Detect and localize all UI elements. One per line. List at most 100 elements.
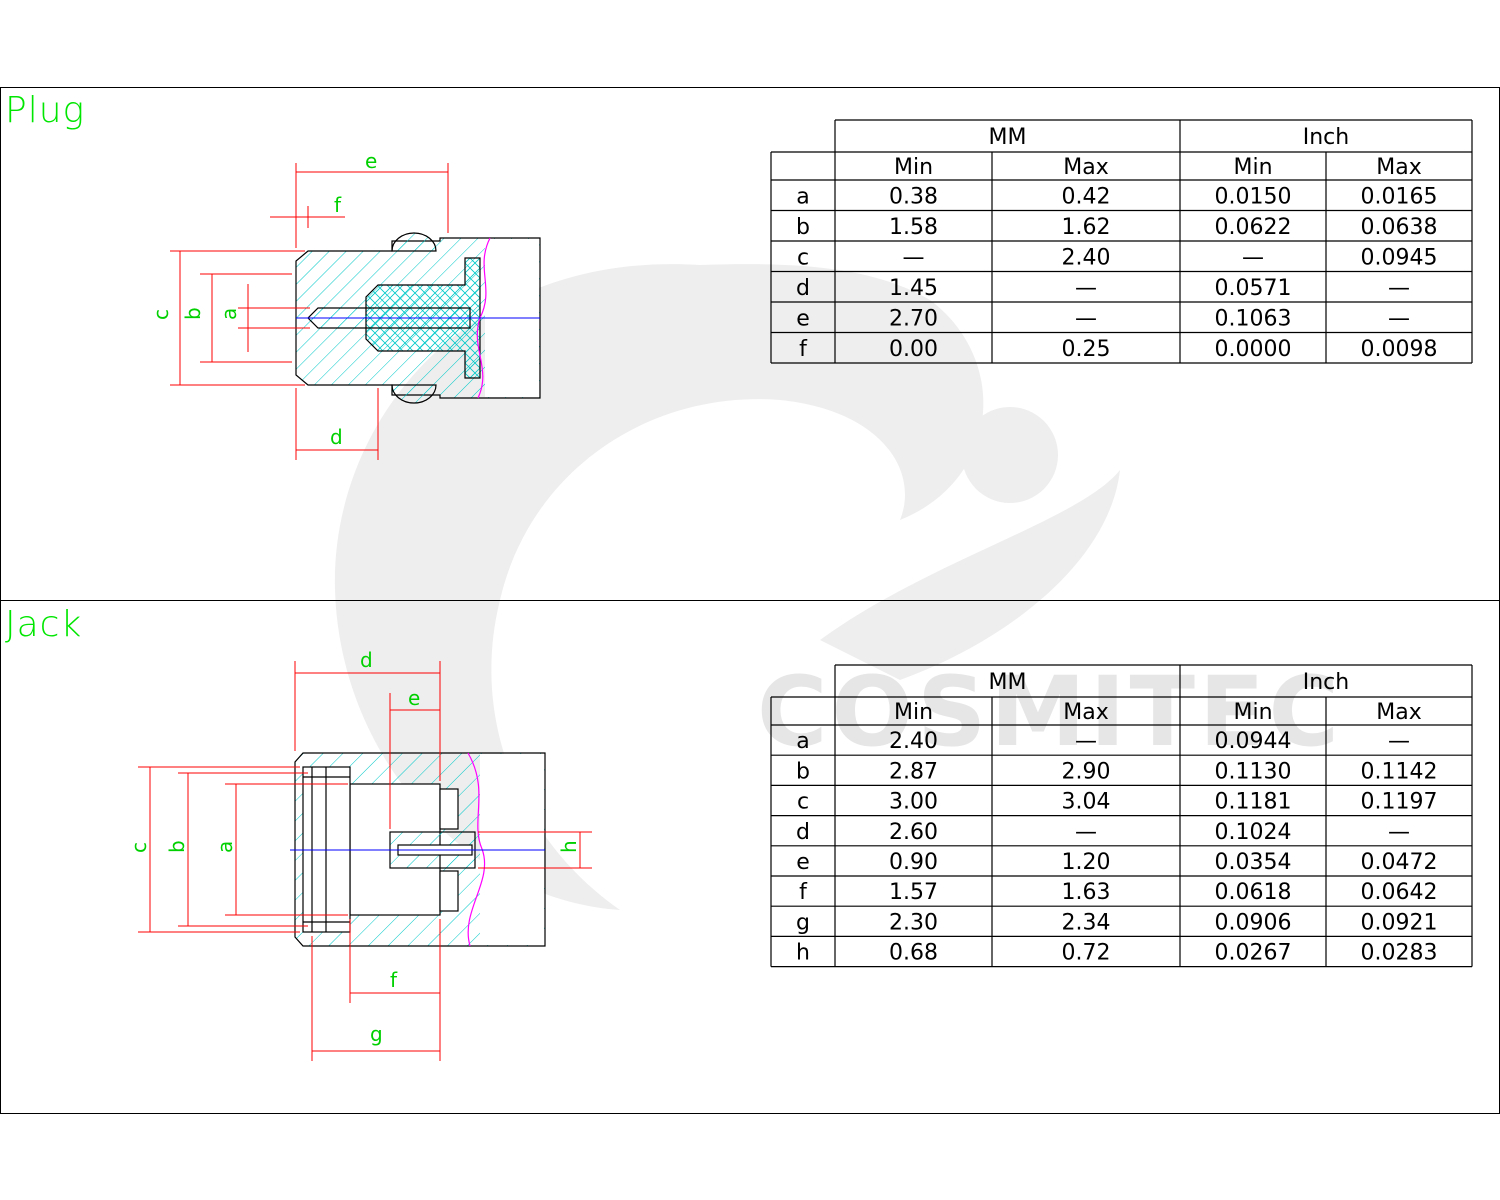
plug-cell: 0.0571 [1215,276,1292,301]
watermark-text: COSMITEC [757,656,1343,768]
jack-cell: 0.1130 [1215,759,1292,784]
jack-cell: 0.0283 [1361,941,1438,966]
jack-row-label: e [796,850,810,875]
jack-cell: 0.1181 [1215,790,1292,815]
jack-cell: 1.57 [889,880,938,905]
jack-cell: 0.0618 [1215,880,1292,905]
plug-cell: 0.00 [889,337,938,362]
jack-cell: — [1075,820,1097,845]
plug-row-label: f [799,337,808,362]
jack-row-label: c [797,790,809,815]
jack-cell: 2.40 [889,729,938,754]
plug-dim-b: b [181,307,205,320]
plug-row-label: a [796,185,809,210]
jack-cell: 2.30 [889,910,938,935]
jack-row-label: g [796,910,810,935]
jack-cell: 3.04 [1062,790,1111,815]
jack-dim-f: f [390,968,398,992]
watermark-swirl [334,264,984,910]
jack-cell: 2.90 [1062,759,1111,784]
jack-col-header: Max [1063,700,1108,725]
plug-cell: 0.0638 [1361,215,1438,240]
plug-cell: — [1242,246,1264,271]
jack-cell: — [1388,729,1410,754]
plug-cell: 0.1063 [1215,307,1292,332]
plug-dim-c: c [149,309,173,320]
jack-cell: 2.34 [1062,910,1111,935]
plug-cell: — [903,246,925,271]
plug-row-label: d [796,276,810,301]
plug-col-header: Max [1376,155,1421,180]
jack-dim-e: e [408,686,420,710]
jack-cell: 0.90 [889,850,938,875]
jack-section-title: Jack [5,604,83,645]
plug-cell: 1.45 [889,276,938,301]
jack-col-header: Max [1376,700,1421,725]
jack-dim-h: h [557,840,581,853]
jack-cell: 0.68 [889,941,938,966]
plug-dim-e: e [365,149,377,173]
jack-cell: 0.1197 [1361,790,1438,815]
jack-cell: 0.0267 [1215,941,1292,966]
jack-insulator-top [439,788,459,830]
jack-row-label: b [796,759,810,784]
plug-col-header: Min [894,155,933,180]
plug-cell: 1.58 [889,215,938,240]
plug-bottom-ring [391,384,437,404]
jack-cell: 0.0921 [1361,910,1438,935]
plug-dim-f: f [334,193,342,217]
plug-cell: 0.25 [1062,337,1111,362]
jack-cell: — [1075,729,1097,754]
plug-cell: 0.0150 [1215,185,1292,210]
jack-dimensions [138,661,592,1061]
plug-cell: 0.0098 [1361,337,1438,362]
plug-cell: 0.0945 [1361,246,1438,271]
jack-col-header: Min [894,700,933,725]
plug-cell: — [1388,276,1410,301]
jack-drawing: d e f g c b a h [127,648,592,1061]
plug-dimensions [170,163,449,460]
plug-dim-d: d [330,425,343,449]
jack-dim-g: g [370,1022,383,1046]
jack-cell: 0.0354 [1215,850,1292,875]
jack-dim-a: a [213,841,237,853]
jack-cell: 0.0906 [1215,910,1292,935]
jack-cell: — [1388,820,1410,845]
watermark-tail [820,470,1120,680]
jack-cell: 0.1024 [1215,820,1292,845]
plug-row-label: e [796,307,810,332]
jack-cell: 0.0472 [1361,850,1438,875]
plug-cell: 0.42 [1062,185,1111,210]
jack-dim-d: d [360,648,373,672]
plug-header-mm: MM [989,125,1027,150]
jack-cell: 0.72 [1062,941,1111,966]
jack-header-inch: Inch [1303,670,1349,695]
plug-cell: — [1388,307,1410,332]
jack-dim-c: c [127,842,151,853]
jack-cell: 0.1142 [1361,759,1438,784]
plug-col-header: Max [1063,155,1108,180]
jack-row-label: d [796,820,810,845]
plug-cell: 1.62 [1062,215,1111,240]
plug-row-label: b [796,215,810,240]
jack-header-mm: MM [989,670,1027,695]
jack-cell: 0.0642 [1361,880,1438,905]
jack-row-label: h [796,941,810,966]
plug-col-header: Min [1233,155,1272,180]
plug-row-label: c [797,246,809,271]
plug-cell: 2.40 [1062,246,1111,271]
plug-cell: 0.38 [889,185,938,210]
plug-cell: — [1075,276,1097,301]
plug-cell: 0.0000 [1215,337,1292,362]
plug-cell: 0.0165 [1361,185,1438,210]
jack-cell: 3.00 [889,790,938,815]
plug-drawing: e f d c b a [149,149,541,460]
jack-row-label: f [799,880,808,905]
plug-cell: 0.0622 [1215,215,1292,240]
plug-cell: 2.70 [889,307,938,332]
jack-col-header: Min [1233,700,1272,725]
